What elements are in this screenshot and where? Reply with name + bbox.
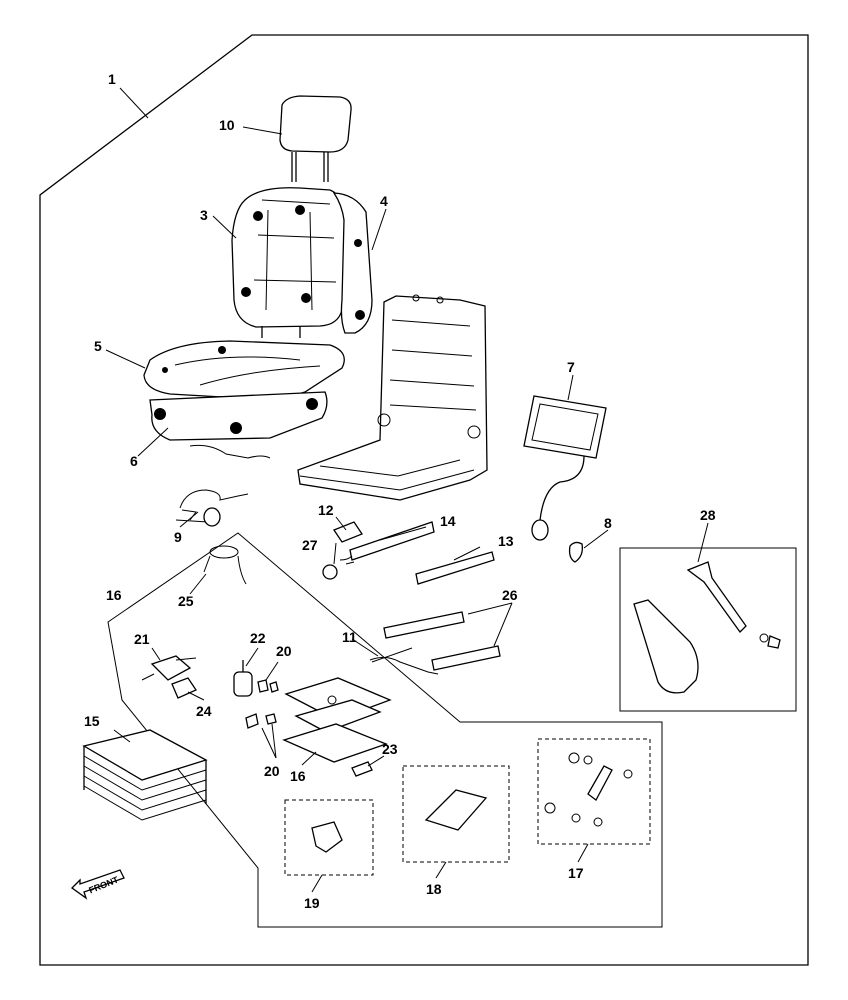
seat-cushion-base <box>149 391 328 459</box>
front-arrow: FRONT <box>70 869 125 900</box>
clips-20-lower <box>245 713 277 729</box>
back-cover <box>332 192 373 334</box>
seat-belt-box <box>619 547 797 712</box>
valve-21 <box>141 655 197 681</box>
label-1: 1 <box>108 71 116 87</box>
part-18 <box>424 789 488 831</box>
label-16-bottom: 16 <box>290 768 306 784</box>
label-7: 7 <box>567 359 575 375</box>
label-22: 22 <box>250 630 266 646</box>
kit-box-17 <box>537 738 651 845</box>
label-18: 18 <box>426 881 442 897</box>
suspension-16 <box>282 677 392 763</box>
label-14: 14 <box>440 513 456 529</box>
label-10: 10 <box>219 117 235 133</box>
compressor-22 <box>233 660 253 697</box>
label-3: 3 <box>200 207 208 223</box>
label-8: 8 <box>604 515 612 531</box>
label-20-top: 20 <box>276 643 292 659</box>
label-20-bottom: 20 <box>264 763 280 779</box>
kit-box-19 <box>284 799 374 876</box>
label-27: 27 <box>302 537 318 553</box>
label-9: 9 <box>174 529 182 545</box>
kit-box-18 <box>402 765 510 863</box>
handle-23 <box>351 761 373 777</box>
label-11: 11 <box>342 629 357 645</box>
switch-part <box>568 541 583 563</box>
seat-belt-28 <box>633 561 781 694</box>
label-23: 23 <box>382 741 398 757</box>
seat-cushion <box>143 340 345 400</box>
leader-lines <box>105 87 709 893</box>
harness-9 <box>175 489 249 527</box>
label-5: 5 <box>94 338 102 354</box>
label-25: 25 <box>178 593 194 609</box>
label-28: 28 <box>700 507 716 523</box>
outer-frame <box>39 34 809 966</box>
label-24: 24 <box>196 703 212 719</box>
knob-27 <box>322 564 338 580</box>
label-13: 13 <box>498 533 514 549</box>
clips-20-upper <box>257 679 279 693</box>
backrest-cushion <box>231 187 346 338</box>
foam-15 <box>82 729 208 821</box>
label-16-top: 16 <box>106 587 122 603</box>
slide-rail-14 <box>339 521 435 565</box>
rail-26a <box>383 611 465 639</box>
headrest <box>279 95 352 182</box>
label-6: 6 <box>130 453 138 469</box>
label-4: 4 <box>380 193 388 209</box>
label-15: 15 <box>84 713 100 729</box>
callout-labels: 1 10 3 4 5 6 7 8 9 12 14 27 13 26 11 25 … <box>84 71 716 911</box>
part-19 <box>311 821 343 853</box>
connector-24 <box>171 677 197 699</box>
rail-26b <box>431 645 501 671</box>
label-12: 12 <box>318 502 334 518</box>
rail-13 <box>415 551 495 585</box>
parts-17 <box>544 752 633 827</box>
label-19: 19 <box>304 895 320 911</box>
control-panel <box>523 395 607 541</box>
seat-frame <box>297 294 488 501</box>
bracket-12 <box>333 521 363 543</box>
label-26: 26 <box>502 587 518 603</box>
label-21: 21 <box>134 631 150 647</box>
label-17: 17 <box>568 865 584 881</box>
rod-11 <box>369 647 439 675</box>
wiring-25 <box>203 545 247 585</box>
